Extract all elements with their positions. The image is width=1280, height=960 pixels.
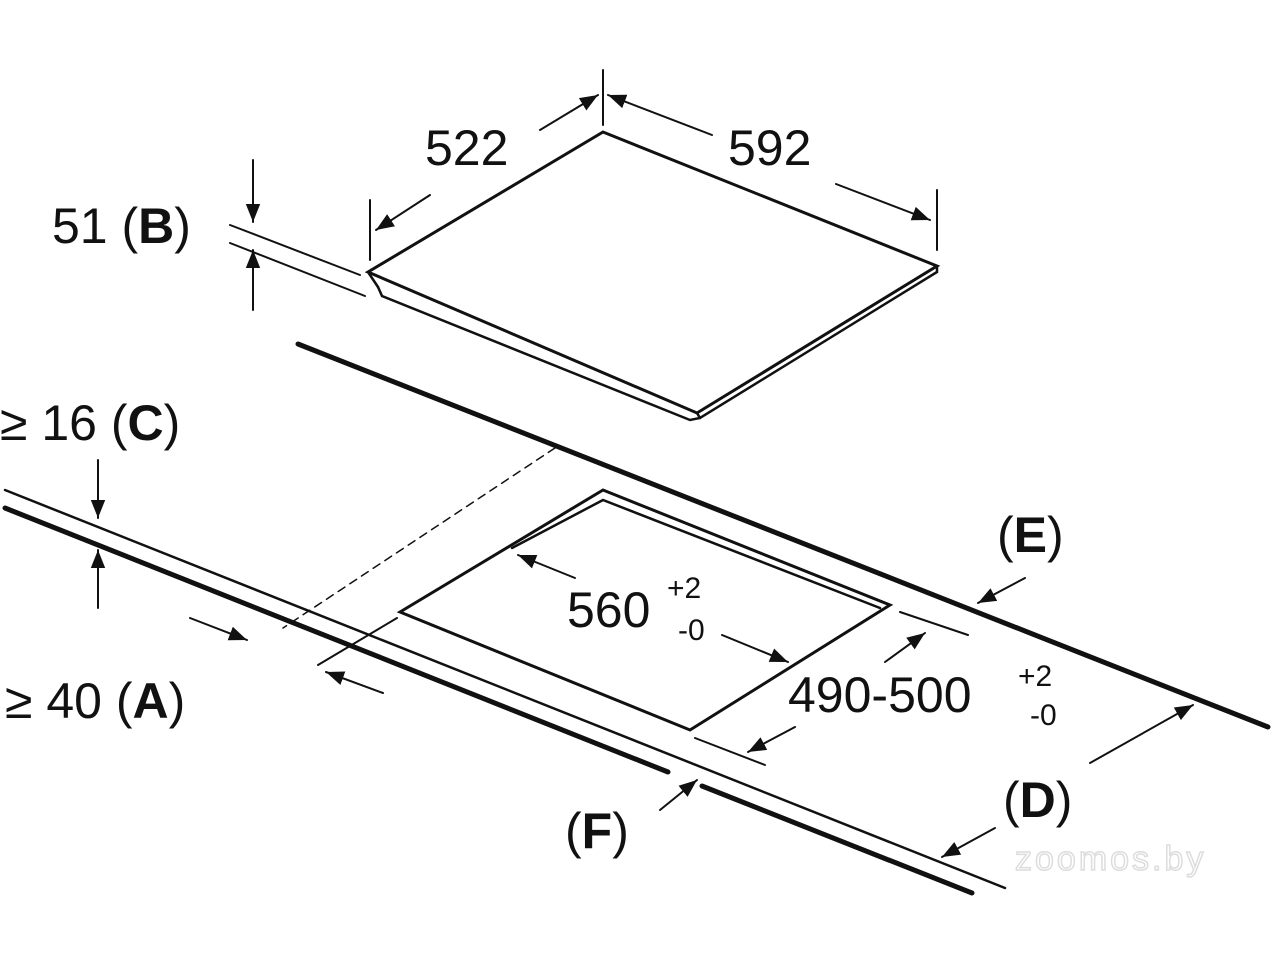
thickness-label: ≥ 16 (C) <box>0 395 180 451</box>
worktop <box>2 341 1271 896</box>
cutout-width-tolerance-minus: -0 <box>678 614 705 647</box>
cutout-width-tolerance-plus: +2 <box>667 572 701 605</box>
cutout-depth-label: 490-500 <box>788 667 972 723</box>
watermark: zoomos.by <box>1015 840 1206 878</box>
cutout-depth-tolerance-plus: +2 <box>1018 660 1052 693</box>
e-label: (E) <box>997 507 1064 563</box>
cutout-width-label: 560 <box>567 582 650 638</box>
d-label: (D) <box>1003 772 1072 828</box>
cutout <box>396 488 894 732</box>
dimension-lines <box>90 69 1194 858</box>
height-label: 51 (B) <box>52 198 191 254</box>
cutout-depth-tolerance-minus: -0 <box>1030 699 1057 732</box>
depth-label: 522 <box>425 120 508 176</box>
hob-outline <box>364 130 941 422</box>
front-distance-label: ≥ 40 (A) <box>5 673 185 729</box>
f-label: (F) <box>565 803 629 859</box>
width-label: 592 <box>728 120 811 176</box>
